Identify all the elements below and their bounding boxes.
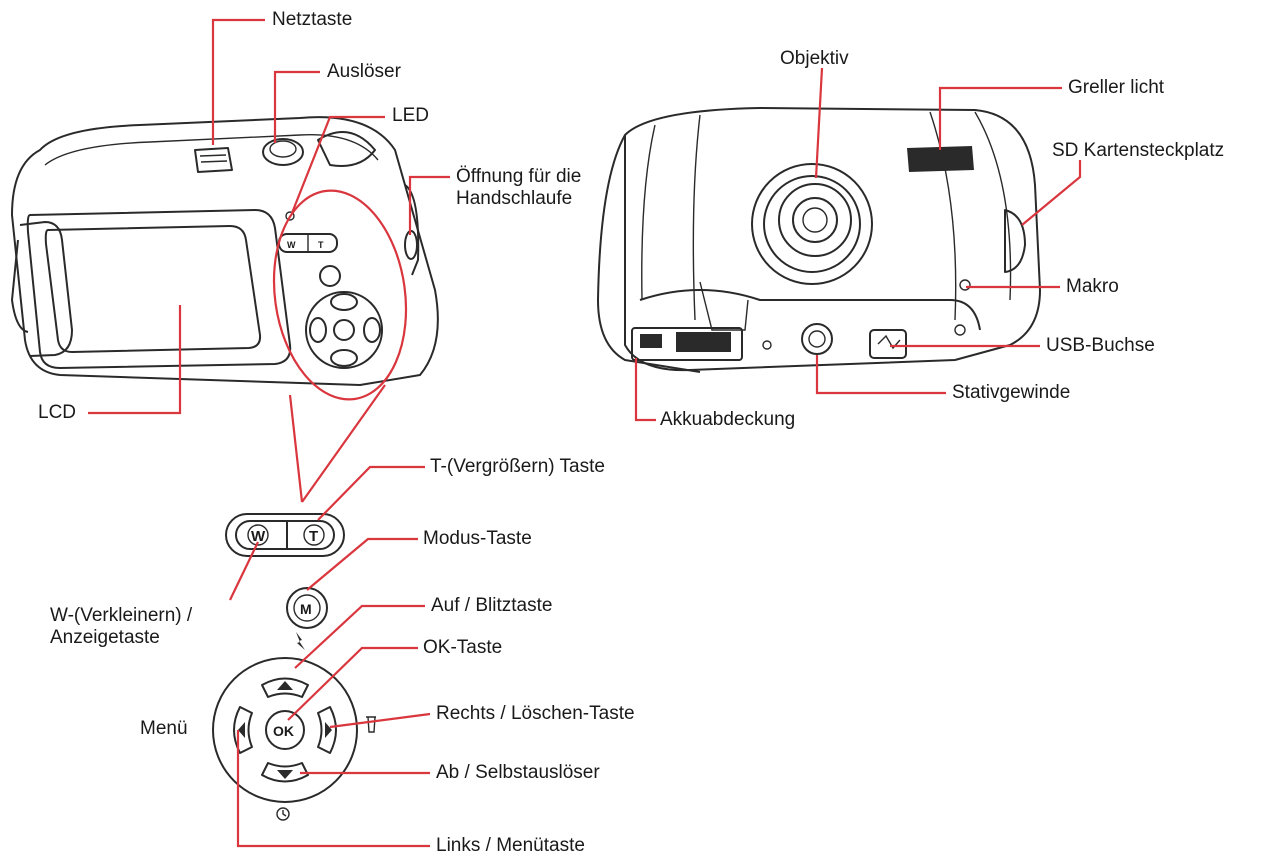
label-ab-selbstausloeser: Ab / Selbstauslöser <box>436 762 600 783</box>
m-button-glyph: M <box>300 601 312 617</box>
label-usb-buchse: USB-Buchse <box>1046 335 1155 356</box>
ok-button-glyph: OK <box>273 723 294 739</box>
label-w-taste: W-(Verkleinern) / Anzeigetaste <box>50 605 193 648</box>
navigation-pad-detail <box>212 657 376 821</box>
label-sd-kartensteckplatz: SD Kartensteckplatz <box>1052 140 1225 161</box>
label-akkuabdeckung: Akkuabdeckung <box>660 409 796 430</box>
label-lcd: LCD <box>38 402 77 423</box>
label-t-taste: T-(Vergrößern) Taste <box>430 456 605 477</box>
svg-text:T: T <box>318 240 324 250</box>
label-greller-licht: Greller licht <box>1068 77 1165 98</box>
label-modus-taste: Modus-Taste <box>423 528 532 549</box>
label-objektiv: Objektiv <box>780 48 849 69</box>
label-led: LED <box>392 105 429 126</box>
w-button-glyph: W <box>251 528 266 545</box>
label-links-menutaste: Links / Menütaste <box>436 835 585 856</box>
leader-lines <box>88 18 1082 848</box>
label-stativgewinde: Stativgewinde <box>952 382 1071 403</box>
t-button-glyph: T <box>309 528 318 545</box>
label-auf-blitztaste: Auf / Blitztaste <box>431 595 553 616</box>
label-rechts-loeschen: Rechts / Löschen-Taste <box>436 703 635 724</box>
label-ok-taste: OK-Taste <box>423 637 503 658</box>
label-oeffnung-handschlaufe: Öffnung für die Handschlaufe <box>456 166 582 209</box>
svg-text:W: W <box>287 240 296 250</box>
mode-button-detail <box>286 587 328 650</box>
camera-front-view <box>597 107 1041 373</box>
label-menu: Menü <box>140 718 188 739</box>
label-netztaste: Netztaste <box>272 9 353 30</box>
label-ausloeser: Auslöser <box>327 61 401 82</box>
label-makro: Makro <box>1066 276 1119 297</box>
camera-back-view: W T <box>11 116 439 401</box>
wt-zoom-button-detail <box>225 513 345 557</box>
